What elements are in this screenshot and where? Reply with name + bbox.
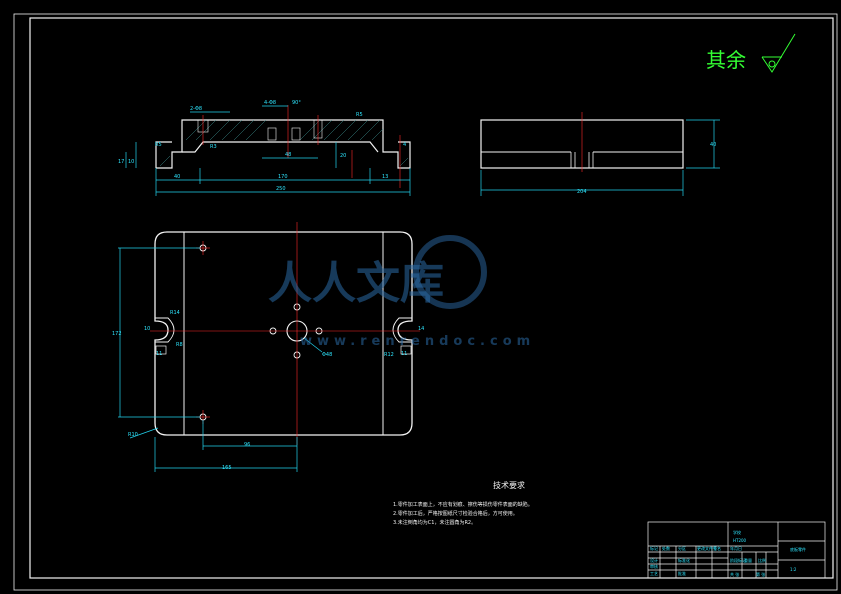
watermark-text: 人人文库 <box>268 258 444 309</box>
tb-cell-13: 批准 <box>678 570 686 576</box>
tb-drawing-name: 底板零件 <box>790 546 806 552</box>
dim-plan-height: 172 <box>112 331 122 337</box>
roughness-symbol-icon <box>761 33 796 73</box>
dim-center-height: 20 <box>340 153 346 159</box>
tb-cell-2: 分区 <box>678 545 686 551</box>
dim-center-holes: 4-Φ8 <box>264 100 276 106</box>
tb-material: HT200 <box>733 538 747 543</box>
dim-top-holes: 2-Φ8 <box>190 106 202 112</box>
roughness-note-text: 其余 <box>706 48 746 72</box>
dim-r-right: R5 <box>356 112 363 118</box>
dim-plan-left-w: 11 <box>156 351 162 357</box>
dim-h-right: 4 <box>403 142 406 148</box>
tb-cell-4: 签名 <box>713 545 721 551</box>
tb-company: 学校 <box>733 529 741 535</box>
dim-side-width: 204 <box>577 189 587 195</box>
dim-plan-left-slot: 10 <box>144 326 150 332</box>
dim-side-height: 40 <box>710 142 716 148</box>
dim-overall-width: 250 <box>276 186 286 192</box>
dim-right-offset: 13 <box>382 174 388 180</box>
tb-scale: 1:2 <box>790 567 797 572</box>
tb-cell-8: 阶段标记 <box>730 557 746 563</box>
watermark: 人人文库 www.renrendoc.com <box>268 235 535 349</box>
dim-plan-bottom2: 165 <box>222 465 232 471</box>
outer-frame <box>13 13 838 591</box>
tech-title: 技术要求 <box>493 480 525 490</box>
side-view: 204 40 <box>480 112 720 196</box>
dim-plan-corner: R10 <box>128 432 138 438</box>
dim-plan-bottom1: 96 <box>244 442 250 448</box>
dim-angle: 90° <box>292 100 301 106</box>
tb-cell-14: 共 张 <box>730 571 739 577</box>
dim-left-small: 10 <box>128 159 134 165</box>
dim-plan-right-slot-r: R12 <box>384 352 394 358</box>
front-section-view: 40 170 250 13 48 20 17 10 2-Φ8 4-Φ8 90° … <box>118 100 411 196</box>
dim-plan-right-w: 11 <box>401 351 407 357</box>
tb-cell-7: 标准化 <box>678 557 690 563</box>
tb-cell-1: 处数 <box>662 545 670 551</box>
dim-left-height: 17 <box>118 159 124 165</box>
dim-r-left: R5 <box>155 142 162 148</box>
tb-cell-0: 标记 <box>650 545 658 551</box>
dim-slot: R3 <box>210 144 217 150</box>
tb-cell-6: 设计 <box>650 557 658 563</box>
tb-cell-9: 重量 <box>744 557 752 563</box>
plan-view: 172 96 165 R10 R14 R8 R12 Φ48 11 11 10 1… <box>112 222 424 472</box>
inner-frame <box>29 17 834 579</box>
dim-center-width: 48 <box>285 152 291 158</box>
dim-plan-r14: R14 <box>170 310 180 316</box>
dim-left-offset: 40 <box>174 174 180 180</box>
tech-line-1: 1.零件加工表面上，不应有划痕、擦伤等损伤零件表面的缺陷。 <box>393 501 533 508</box>
tech-requirements: 技术要求 1.零件加工表面上，不应有划痕、擦伤等损伤零件表面的缺陷。 2.零件加… <box>393 480 533 526</box>
tb-cell-10: 比例 <box>758 557 766 563</box>
dim-plan-center-dia: Φ48 <box>322 352 332 358</box>
dim-inner-width: 170 <box>278 174 288 180</box>
tb-cell-11: 审核 <box>650 563 658 569</box>
tb-cell-5: 年月日 <box>730 545 742 551</box>
dim-plan-left-slot-r: R8 <box>176 342 183 348</box>
tb-cell-15: 第 张 <box>756 571 765 577</box>
watermark-url: www.renrendoc.com <box>300 334 535 349</box>
tech-line-2: 2.零件加工后，严格按图纸尺寸检验合格后，方可使用。 <box>393 510 518 517</box>
tech-line-3: 3.未注倒角均为C1，未注圆角为R2。 <box>393 519 476 526</box>
dim-plan-right-slot: 14 <box>418 326 424 332</box>
tb-cell-3: 更改文件号 <box>697 545 717 551</box>
tb-cell-12: 工艺 <box>650 571 658 576</box>
title-block: 学校 HT200 底板零件 1:2 标记 处数 分区 更改文件号 签名 年月日 … <box>647 521 826 579</box>
